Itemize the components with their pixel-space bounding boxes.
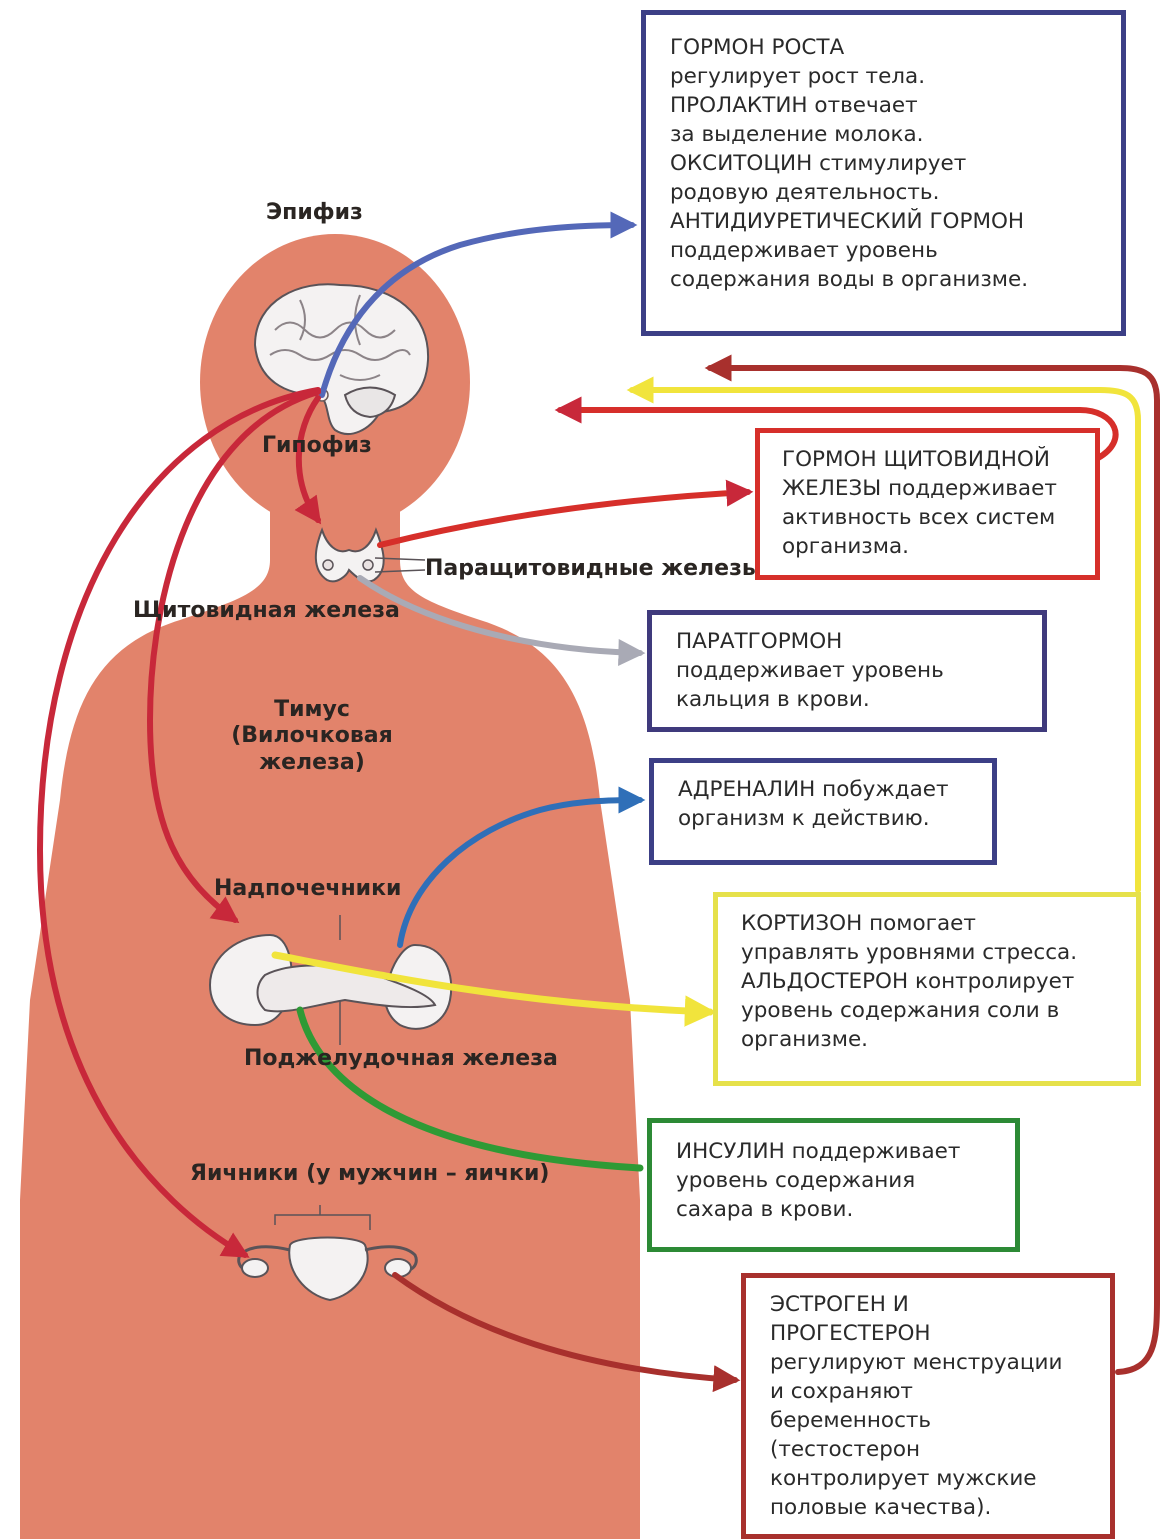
parathormone-line-2: поддерживает уровень bbox=[676, 656, 1022, 685]
label-pituitary: Гипофиз bbox=[262, 433, 372, 459]
thyroid-hormone-line-2: ЖЕЛЕЗЫ поддерживает bbox=[782, 474, 1075, 503]
label-pancreas: Поджелудочная железа bbox=[244, 1046, 558, 1072]
pituitary-hormones-line-9: содержания воды в организме. bbox=[670, 265, 1101, 294]
estrogen-line-1: ЭСТРОГЕН И bbox=[770, 1290, 1090, 1319]
estrogen-line-3: регулируют менструации bbox=[770, 1348, 1090, 1377]
estrogen-line-8: половые качества). bbox=[770, 1493, 1090, 1522]
pituitary-hormones-line-2: регулирует рост тела. bbox=[670, 62, 1101, 91]
cortisone-line-3: АЛЬДОСТЕРОН контролирует bbox=[741, 967, 1116, 996]
label-thymus-line-2: (Вилочковая bbox=[222, 723, 402, 749]
thyroid-hormone-line-4: организма. bbox=[782, 532, 1075, 561]
pituitary-hormones-line-6: родовую деятельность. bbox=[670, 178, 1101, 207]
label-ovaries: Яичники (у мужчин – яички) bbox=[190, 1161, 549, 1187]
pituitary-hormones-line-4: за выделение молока. bbox=[670, 120, 1101, 149]
pituitary-hormones-line-8: поддерживает уровень bbox=[670, 236, 1101, 265]
label-thymus-line-1: Тимус bbox=[222, 697, 402, 723]
insulin-line-2: уровень содержания bbox=[676, 1166, 995, 1195]
label-parathyroid: Паращитовидные железы bbox=[425, 556, 762, 582]
estrogen-line-4: и сохраняют bbox=[770, 1377, 1090, 1406]
adrenaline-line-2: организм к действию. bbox=[678, 804, 972, 833]
parathormone-line-1: ПАРАТГОРМОН bbox=[676, 627, 1022, 656]
label-thymus-line-3: железа) bbox=[222, 750, 402, 776]
label-epiphysis: Эпифиз bbox=[266, 200, 363, 226]
label-thyroid: Щитовидная железа bbox=[133, 598, 400, 624]
pituitary-hormones-line-5: ОКСИТОЦИН стимулирует bbox=[670, 149, 1101, 178]
cortisone-line-5: организме. bbox=[741, 1025, 1116, 1054]
cortisone-line-1: КОРТИЗОН помогает bbox=[741, 909, 1116, 938]
pituitary-hormones-line-1: ГОРМОН РОСТА bbox=[670, 33, 1101, 62]
adrenaline-line-1: АДРЕНАЛИН побуждает bbox=[678, 775, 972, 804]
parathormone-line-3: кальция в крови. bbox=[676, 685, 1022, 714]
pituitary-hormones-line-3: ПРОЛАКТИН отвечает bbox=[670, 91, 1101, 120]
pituitary-hormones-line-7: АНТИДИУРЕТИЧЕСКИЙ ГОРМОН bbox=[670, 207, 1101, 236]
label-thymus: Тимус (Вилочковая железа) bbox=[222, 697, 402, 776]
label-adrenals: Надпочечники bbox=[214, 876, 401, 902]
estrogen-line-5: беременность bbox=[770, 1406, 1090, 1435]
thyroid-hormone-line-1: ГОРМОН ЩИТОВИДНОЙ bbox=[782, 445, 1075, 474]
cortisone-line-4: уровень содержания соли в bbox=[741, 996, 1116, 1025]
cortisone-line-2: управлять уровнями стресса. bbox=[741, 938, 1116, 967]
thyroid-hormone-line-3: активность всех систем bbox=[782, 503, 1075, 532]
insulin-line-3: сахара в крови. bbox=[676, 1195, 995, 1224]
estrogen-line-2: ПРОГЕСТЕРОН bbox=[770, 1319, 1090, 1348]
estrogen-line-7: контролирует мужские bbox=[770, 1464, 1090, 1493]
estrogen-line-6: (тестостерон bbox=[770, 1435, 1090, 1464]
insulin-line-1: ИНСУЛИН поддерживает bbox=[676, 1137, 995, 1166]
